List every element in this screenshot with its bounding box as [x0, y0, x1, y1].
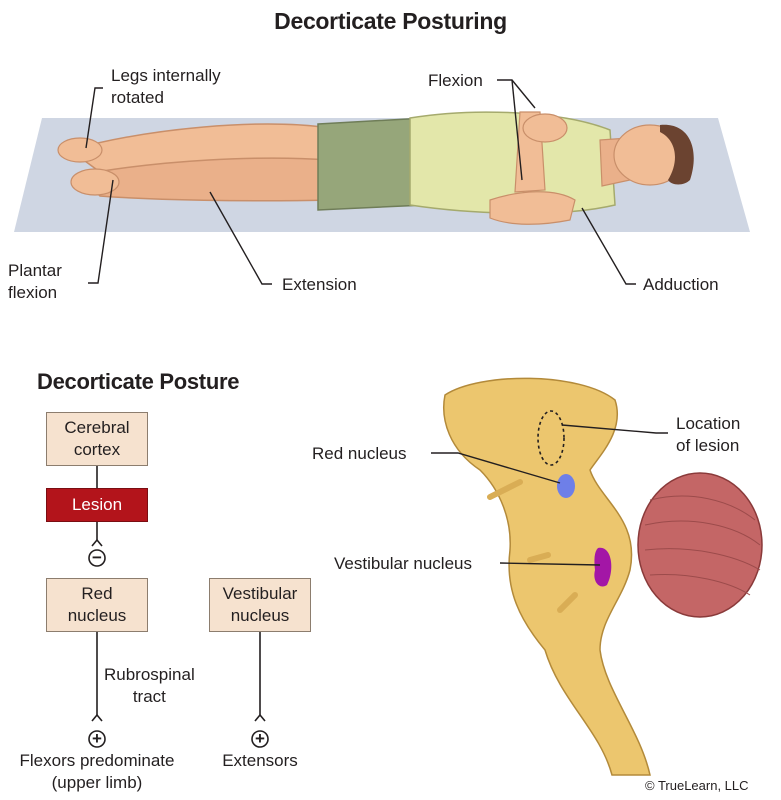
vestibular-nucleus-box: Vestibular nucleus [209, 578, 311, 632]
red-nucleus-marker [557, 474, 575, 498]
rubrospinal-label: Rubrospinal tract [104, 665, 195, 706]
brain-red-nucleus-label: Red nucleus [312, 444, 407, 463]
red-nucleus-box: Red nucleus [46, 578, 148, 632]
cerebral-cortex-box: Cerebral cortex [46, 412, 148, 466]
vestibular-nucleus-marker [594, 547, 612, 587]
foot-upper [57, 137, 103, 163]
lesion-label: Lesion [71, 495, 123, 514]
foot-lower [70, 168, 120, 196]
extensors-label: Extensors [222, 751, 298, 770]
plantar-label: Plantar flexion [8, 261, 62, 302]
hands [522, 113, 568, 143]
hair [660, 124, 694, 185]
lesion-location-marker [537, 410, 565, 466]
flexion-leader-2 [511, 79, 523, 181]
flexors-label: Flexors predominate (upper limb) [19, 751, 175, 792]
adduction-label: Adduction [643, 275, 719, 294]
adduction-leader [581, 207, 636, 285]
cerebral-cortex-label: Cerebral cortex [64, 418, 130, 459]
minus-circle [88, 549, 106, 567]
flexion-label: Flexion [428, 71, 483, 90]
vestibular-leader [499, 562, 601, 566]
red-nucleus-label: Red nucleus [67, 584, 127, 625]
copyright: © TrueLearn, LLC [645, 778, 749, 793]
shirt [409, 111, 616, 215]
top-title: Decorticate Posturing [274, 8, 507, 34]
arm-lower [489, 191, 576, 225]
brain-lesion-label: Location of lesion [676, 414, 741, 455]
legs-label: Legs internally rotated [111, 66, 221, 107]
red-nucleus-leader [431, 452, 561, 484]
vestibular-nucleus-label: Vestibular nucleus [222, 584, 298, 625]
plus-circle-extensors [251, 730, 269, 748]
extension-leader [209, 191, 272, 285]
plus-sign-flexors: + [92, 729, 102, 748]
flow-title: Decorticate Posture [37, 369, 240, 394]
brainstem [443, 377, 651, 776]
plantar-leader [88, 179, 114, 284]
legs-leader [85, 87, 103, 149]
brain-vestibular-label: Vestibular nucleus [334, 554, 472, 573]
lesion-leader [561, 424, 668, 434]
extension-label: Extension [282, 275, 357, 294]
minus-sign: − [92, 548, 102, 567]
plus-circle-flexors [88, 730, 106, 748]
plus-sign-extensors: + [255, 729, 265, 748]
lesion-box: Lesion [46, 488, 148, 522]
cerebellum [637, 472, 763, 618]
